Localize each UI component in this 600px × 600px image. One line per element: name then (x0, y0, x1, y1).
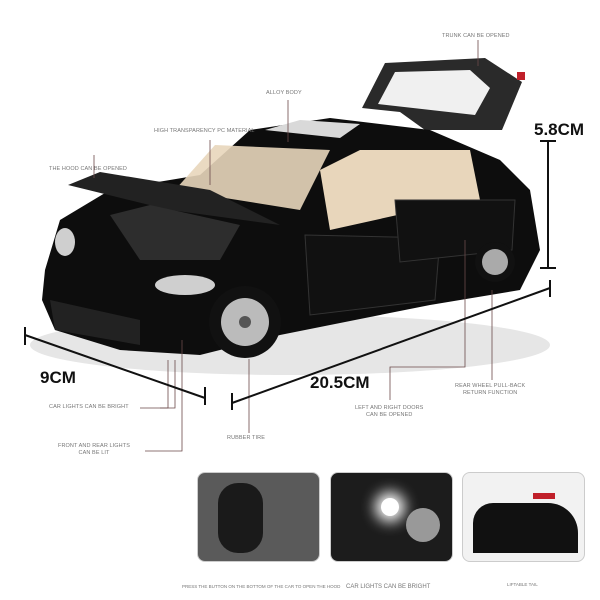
callout-line-1: LEFT AND RIGHT DOORS (355, 405, 424, 411)
callout-rubber-tire: RUBBER TIRE (227, 435, 265, 441)
thumbnail-car-lights (330, 472, 453, 562)
front-grille (50, 300, 140, 345)
callout-pullback: REAR WHEEL PULL-BACK RETURN FUNCTION (455, 383, 525, 397)
height-dimension: 5.8CM (534, 120, 585, 139)
tire-detail (218, 483, 263, 553)
callout-front-rear-lights: FRONT AND REAR LIGHTS CAN BE LIT (58, 443, 130, 457)
callout-trunk: TRUNK CAN BE OPENED (442, 33, 510, 39)
width-dimension: 9CM (40, 368, 76, 387)
callout-line-2: RETURN FUNCTION (462, 390, 518, 396)
trunk-window (378, 70, 490, 115)
callout-pc-material: HIGH TRANSPARENCY PC MATERIAL (154, 128, 255, 134)
sunroof (265, 120, 360, 138)
headlight-left (55, 228, 75, 256)
callout-car-lights: CAR LIGHTS CAN BE BRIGHT (49, 404, 129, 410)
thumbnail-liftable-tail (462, 472, 585, 562)
wheel-detail (406, 508, 440, 542)
engine-bay (110, 205, 240, 260)
callout-alloy-body: ALLOY BODY (266, 90, 302, 96)
callout-hood: THE HOOD CAN BE OPENED (49, 166, 127, 172)
thumbnail-caption-2: CAR LIGHTS CAN BE BRIGHT (346, 584, 431, 590)
callout-line-1: FRONT AND REAR LIGHTS (58, 443, 130, 449)
headlight (155, 275, 215, 295)
interior (320, 150, 480, 230)
spoiler-light (533, 493, 555, 499)
light-glow (381, 498, 399, 516)
rear-rim (482, 249, 508, 275)
thumbnail-hood-button (197, 472, 320, 562)
tail-detail (473, 503, 578, 553)
open-hood (68, 172, 280, 225)
thumbnail-caption-3: LIFTABLE TAIL (507, 582, 538, 587)
dimension-lines (24, 140, 556, 410)
callout-line-1: REAR WHEEL PULL-BACK (455, 383, 526, 389)
callout-doors: LEFT AND RIGHT DOORS CAN BE OPENED (355, 405, 423, 419)
thumbnail-caption-1: PRESS THE BUTTON ON THE BOTTOM OF THE CA… (182, 584, 341, 589)
callout-line-2: CAN BE LIT (78, 450, 110, 456)
callout-line-2: CAN BE OPENED (365, 412, 413, 418)
trunk-light (517, 72, 525, 80)
length-dimension: 20.5CM (310, 373, 370, 392)
